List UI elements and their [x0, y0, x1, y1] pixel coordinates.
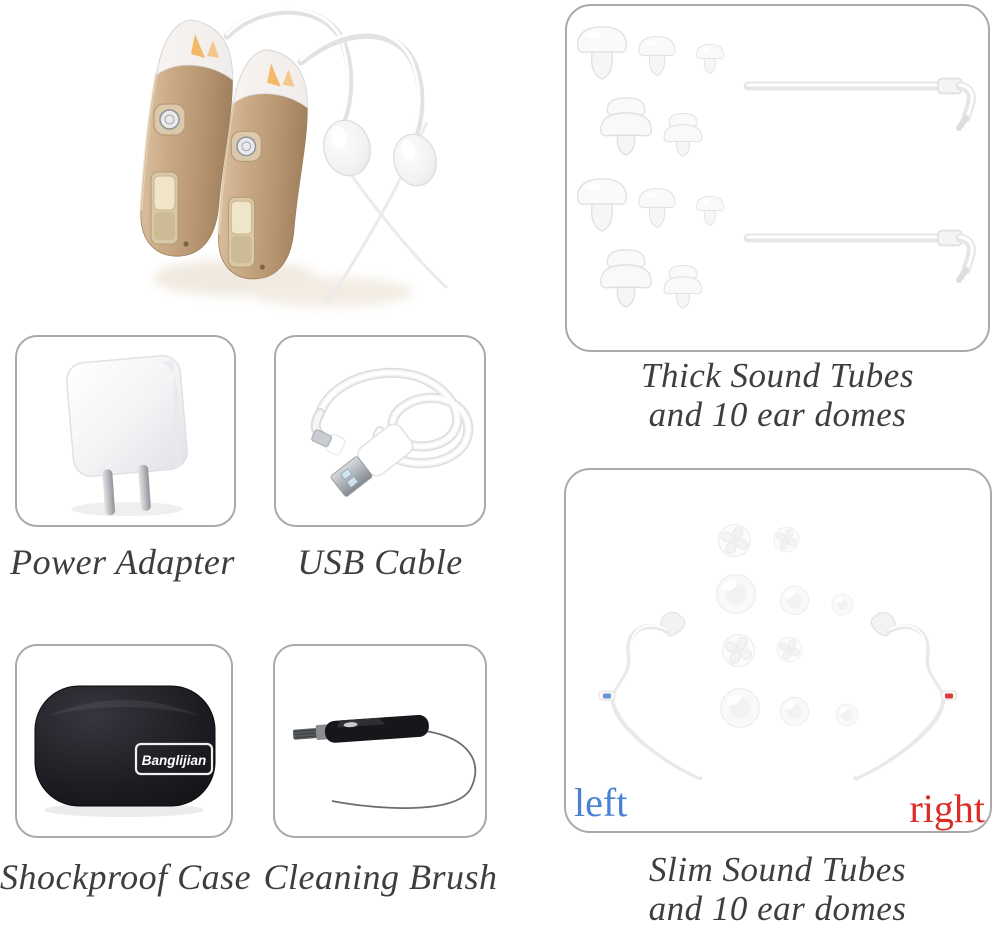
left-tube-label: left: [574, 780, 628, 825]
caption-power-adapter: Power Adapter: [5, 542, 240, 583]
caption-cleaning-brush: Cleaning Brush: [258, 857, 503, 898]
reflection: [153, 260, 412, 307]
usb-a-connector: [330, 423, 414, 497]
power-adapter-box: [15, 335, 236, 527]
wire-loop: [331, 730, 477, 809]
caption-line: Cleaning Brush: [263, 857, 498, 897]
caption-line: Power Adapter: [10, 542, 235, 582]
power-adapter-illustration: [65, 355, 188, 516]
usb-cable-box: [274, 335, 486, 527]
caption-line: USB Cable: [297, 542, 463, 582]
shockproof-case-box: Banglijian: [15, 644, 233, 838]
caption-line: and 10 ear domes: [648, 888, 907, 928]
caption-thick-tubes: Thick Sound Tubes and 10 ear domes: [565, 356, 990, 434]
caption-line: Slim Sound Tubes: [649, 850, 906, 889]
thick-tubes-panel: [565, 4, 990, 352]
hearing-aids-image: [139, 7, 449, 307]
caption-usb-cable: USB Cable: [275, 542, 485, 583]
caption-line: and 10 ear domes: [648, 394, 907, 434]
slim-tubes-panel: left right: [564, 468, 992, 833]
left-marker: [603, 693, 611, 699]
right-tube-label: right: [909, 786, 985, 831]
ear-domes-and-thick-tubes-illustration: [577, 26, 988, 309]
cleaning-brush-box: [273, 644, 487, 838]
brand-logo-text: Banglijian: [142, 753, 207, 768]
brand-logo: Banglijian: [134, 742, 214, 776]
caption-shockproof-case: Shockproof Case: [0, 857, 252, 898]
micro-usb-connector: [311, 429, 346, 456]
cleaning-brush-illustration: [292, 714, 477, 809]
caption-line: Thick Sound Tubes: [641, 356, 914, 395]
slim-tube-left: [599, 612, 700, 778]
slim-tubes-illustration: [566, 523, 990, 831]
ear-dome-tips: [323, 119, 437, 187]
clear-sound-tubes: [223, 7, 449, 305]
caption-slim-tubes: Slim Sound Tubes and 10 ear domes: [565, 850, 990, 928]
slim-tube-right: [856, 612, 957, 778]
usb-cable-illustration: [310, 367, 474, 497]
caption-line: Shockproof Case: [0, 857, 252, 897]
brush-handle: [292, 714, 429, 743]
shockproof-case-illustration: Banglijian: [34, 685, 216, 817]
right-marker: [945, 693, 953, 699]
